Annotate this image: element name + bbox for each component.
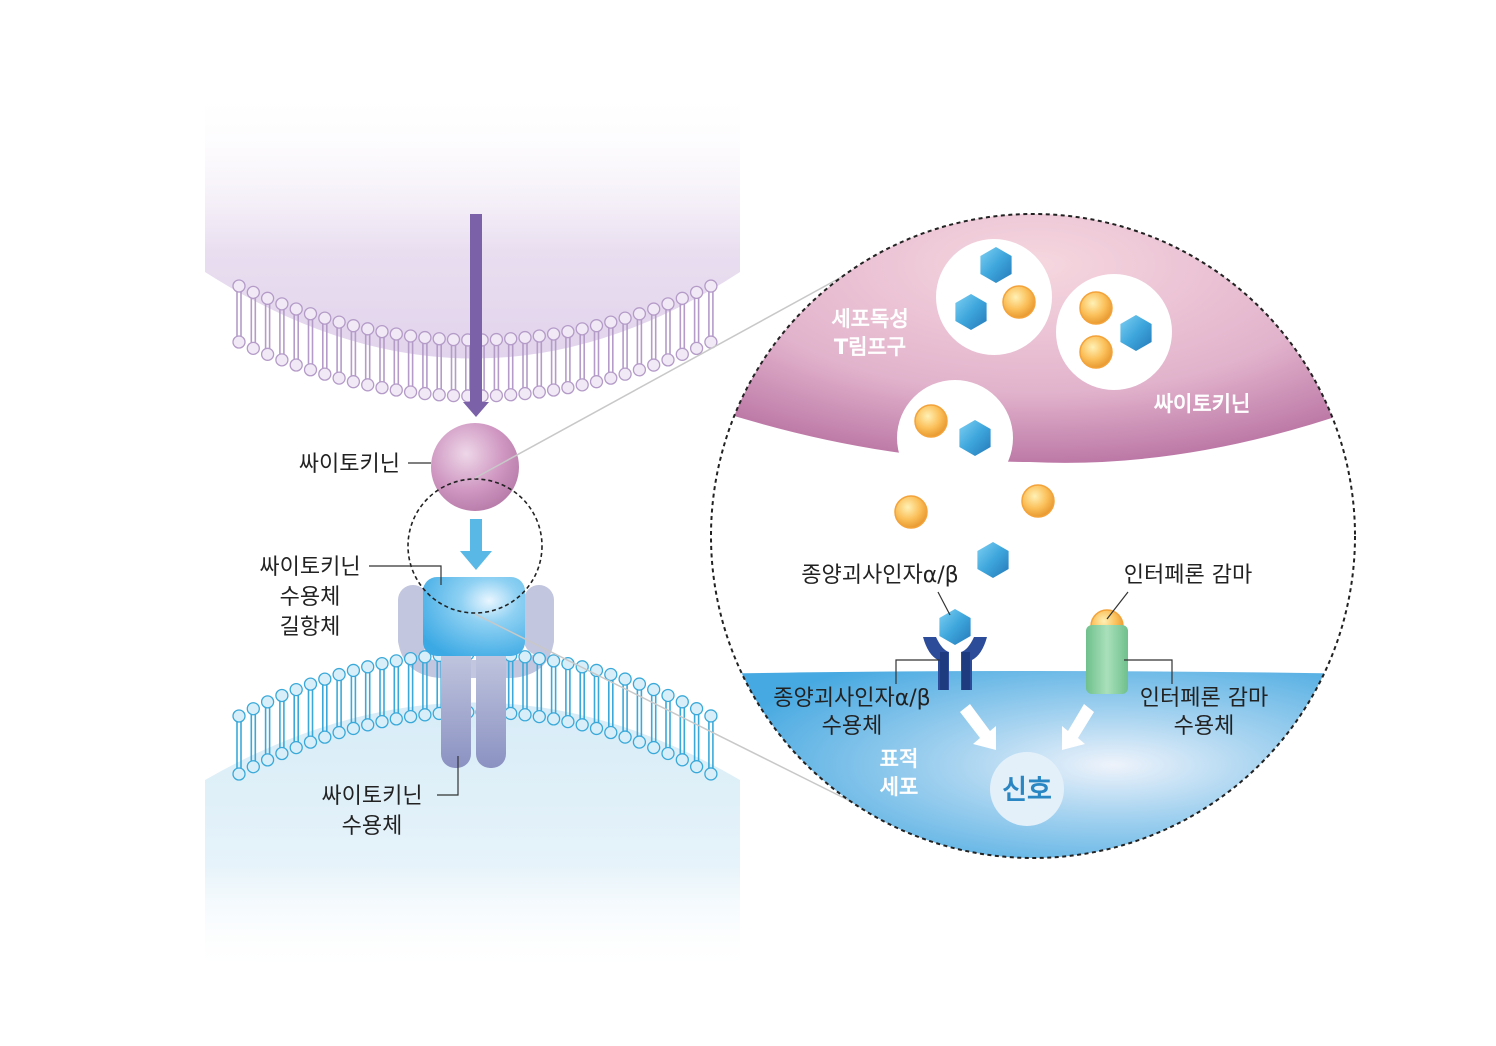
label-antagonist-line1: 싸이토키닌	[259, 555, 360, 580]
label-tnf-receptor-line1: 종양괴사인자α/β	[773, 686, 930, 711]
label-ifn: 인터페론 감마	[1124, 563, 1252, 588]
ifn-receptor	[1086, 625, 1128, 694]
signal-arrow-left-icon	[960, 704, 996, 750]
label-ifn-receptor-line2: 수용체	[1174, 714, 1235, 739]
label-target-line1: 표적	[880, 747, 919, 771]
label-cytokine: 싸이토키닌	[299, 452, 400, 477]
vesicle-3	[897, 380, 1013, 496]
zoom-view: 신호 세포독성 T림프구 싸이토키닌 종양괴사인자α/β 인터페론 감마 종양괴…	[710, 213, 1356, 859]
ifn-particle	[894, 495, 928, 529]
tnf-particle	[977, 542, 1009, 578]
tnf-particle	[980, 247, 1012, 283]
cytokine-particles	[894, 247, 1152, 645]
signal-circle	[990, 752, 1064, 826]
ifn-particle	[1021, 484, 1055, 518]
label-tnf-receptor-line2: 수용체	[822, 714, 883, 739]
signal-arrow-right-icon	[1062, 704, 1094, 750]
label-zoom-cytokine: 싸이토키닌	[1154, 392, 1251, 416]
label-receptor-line2: 수용체	[342, 814, 403, 839]
receptor-antagonist-block	[423, 577, 525, 656]
blue-arrow-icon	[460, 519, 492, 570]
zoom-connector-top	[474, 267, 859, 479]
label-receptor-line1: 싸이토키닌	[321, 784, 422, 809]
ifn-particle	[1079, 291, 1113, 325]
tnf-particle	[959, 420, 991, 456]
label-antagonist-line3: 길항체	[280, 615, 341, 640]
bottom-cell	[205, 702, 740, 975]
zoom-circle-outline	[710, 213, 1356, 859]
label-ctl-line1: 세포독성	[831, 307, 908, 331]
zoom-source-circle	[407, 478, 543, 614]
label-tnf: 종양괴사인자α/β	[801, 563, 958, 588]
tnf-particle	[955, 294, 987, 330]
vesicle-2	[1056, 274, 1172, 390]
ifn-particle	[914, 404, 948, 438]
label-target-line2: 세포	[880, 775, 919, 799]
label-antagonist-line2: 수용체	[280, 585, 341, 610]
tnf-receptor	[923, 637, 987, 690]
purple-arrow-icon	[463, 214, 489, 417]
label-ctl-line2: T림프구	[834, 335, 906, 359]
cytokine-ball	[431, 423, 519, 511]
zoom-leader-lines	[895, 591, 1173, 684]
tnf-particle-bound	[939, 609, 971, 645]
leader-lines	[369, 462, 459, 796]
ifn-particle	[1002, 285, 1036, 319]
receptor-stems	[441, 640, 506, 768]
zoom-connector-bottom	[474, 613, 861, 807]
label-signal: 신호	[1002, 775, 1052, 806]
label-ifn-receptor-line1: 인터페론 감마	[1140, 686, 1268, 711]
tnf-particle	[1120, 315, 1152, 351]
ifn-particle	[1079, 335, 1113, 369]
